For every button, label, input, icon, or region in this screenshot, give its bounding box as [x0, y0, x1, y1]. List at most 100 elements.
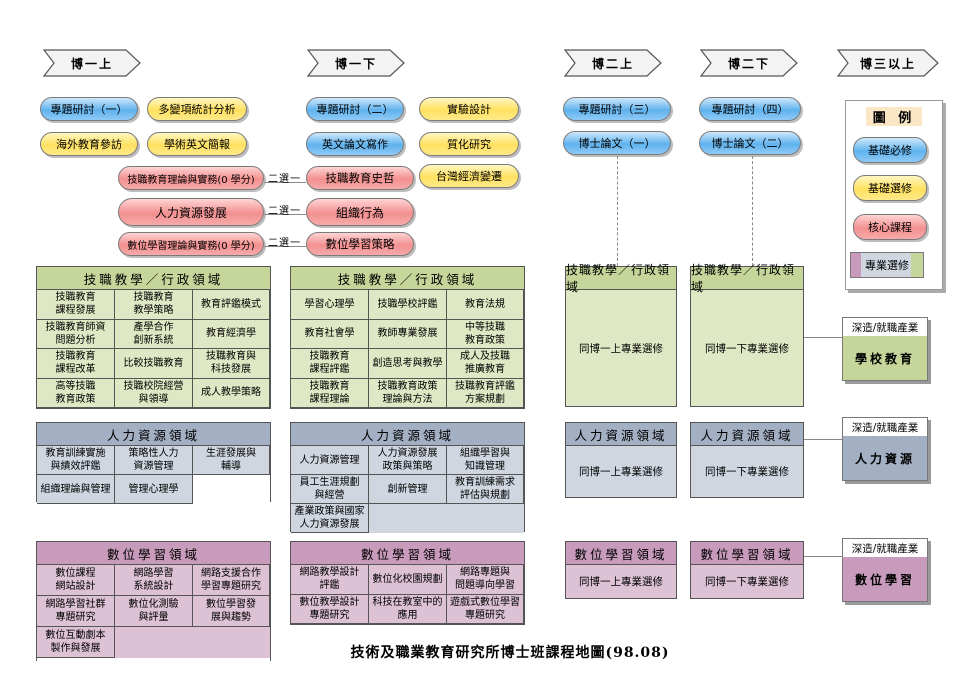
course-cell[interactable]: 人力資源發展政策與策略 [369, 446, 447, 475]
course-dissertation-2[interactable]: 博士論文（二） [699, 131, 801, 155]
elective-label: 二選一 [268, 206, 301, 217]
course-cell[interactable]: 教育訓練實施與績效評鑑 [37, 446, 115, 475]
course-cell[interactable]: 技職教育評鑑方案規劃 [447, 378, 524, 408]
course-cell[interactable]: 技職教育教學策略 [115, 290, 193, 320]
course-cell[interactable]: 創新管理 [369, 475, 447, 504]
course-cell[interactable]: 網路專題與問題導向學習 [447, 565, 524, 595]
career-digital-learning: 深造/就職產業 數位學習 [842, 538, 928, 602]
course-tvet-theory[interactable]: 技職教育理論與實務(0 學分) [118, 166, 264, 190]
dl-domain-1: 數位學習領域 數位課程網站設計網路學習系統設計網路支援合作學習專題研究網路學習社… [36, 541, 271, 661]
elective-line [264, 214, 306, 215]
career-school-education: 深造/就職產業 學校教育 [842, 317, 928, 381]
course-org-behavior[interactable]: 組織行為 [306, 198, 414, 226]
same-as-text: 同博一下專業選修 [705, 342, 789, 355]
course-cell[interactable]: 教育法規 [447, 290, 524, 320]
course-cell[interactable]: 網路學習系統設計 [115, 565, 193, 596]
semester-2-up: 博二上 [563, 48, 663, 78]
career-name: 數位學習 [843, 557, 927, 601]
domain-title: 技職教學／行政領域 [566, 263, 676, 294]
course-seminar-1[interactable]: 專題研討（一） [40, 97, 138, 121]
course-cell[interactable]: 教育經濟學 [193, 319, 270, 349]
course-cell[interactable]: 技職教育師資問題分析 [37, 319, 115, 349]
course-cell[interactable]: 產學合作創新系統 [115, 319, 193, 349]
course-cell[interactable]: 生涯發展與輔導 [193, 446, 270, 475]
dashed-connector [617, 156, 618, 266]
course-overseas-visit[interactable]: 海外教育參訪 [40, 132, 138, 156]
course-cell[interactable]: 數位教學設計專題研究 [291, 594, 369, 624]
course-cell[interactable]: 數位化校園規劃 [369, 565, 447, 595]
course-seminar-4[interactable]: 專題研討（四） [699, 97, 801, 121]
career-human-resources: 深造/就職產業 人力資源 [842, 417, 928, 481]
course-academic-english[interactable]: 學術英文簡報 [147, 132, 247, 156]
course-cell[interactable]: 教育評鑑模式 [193, 290, 270, 320]
course-cell[interactable]: 中等技職教育政策 [447, 319, 524, 349]
semester-2-down: 博二下 [699, 48, 799, 78]
course-cell[interactable]: 策略性人力資源管理 [115, 446, 193, 475]
course-cell[interactable]: 遊戲式數位學習專題研究 [447, 594, 524, 624]
same-as-text: 同博一下專業選修 [705, 576, 789, 588]
course-dissertation-1[interactable]: 博士論文（一） [563, 131, 671, 155]
domain-title: 數位學習領域 [37, 542, 270, 565]
elective-label: 二選一 [268, 238, 301, 249]
course-cell[interactable]: 人力資源管理 [291, 446, 369, 475]
domain-title: 技職教學／行政領域 [291, 267, 524, 290]
course-cell[interactable]: 技職教育政策理論與方法 [369, 378, 447, 408]
course-cell[interactable]: 產業政策與國家人力資源發展 [291, 504, 369, 533]
hr-domain-1: 人力資源領域 教育訓練實施與績效評鑑策略性人力資源管理生涯發展與輔導組織理論與管… [36, 422, 271, 504]
course-cell[interactable]: 技職教育課程改革 [37, 349, 115, 379]
legend-title: 圖 例 [866, 107, 922, 126]
connector-line [804, 556, 842, 557]
course-cell[interactable]: 數位互動劇本製作與發展 [37, 627, 115, 658]
course-tvet-history[interactable]: 技職教育史哲 [306, 166, 414, 190]
course-cell[interactable]: 管理心理學 [115, 475, 193, 504]
course-cell[interactable]: 創造思考與教學 [369, 349, 447, 379]
course-qualitative[interactable]: 質化研究 [419, 132, 519, 156]
course-cell[interactable]: 學習心理學 [291, 290, 369, 320]
course-cell[interactable]: 技職教育課程評鑑 [291, 349, 369, 379]
course-cell[interactable]: 比較技職教育 [115, 349, 193, 379]
course-english-writing[interactable]: 英文論文寫作 [306, 132, 404, 156]
course-seminar-2[interactable]: 專題研討（二） [306, 97, 404, 121]
course-cell[interactable]: 網路支援合作學習專題研究 [193, 565, 270, 596]
course-cell[interactable]: 數位化測驗與評量 [115, 596, 193, 627]
course-dl-strategy[interactable]: 數位學習策略 [306, 232, 414, 256]
course-taiwan-economy[interactable]: 台灣經濟變遷 [419, 164, 519, 188]
legend-basic-elective: 基礎選修 [853, 175, 927, 201]
course-dl-theory[interactable]: 數位學習理論與實務(0 學分) [118, 232, 264, 256]
course-cell[interactable]: 技職教育課程理論 [291, 378, 369, 408]
arrow-shape [563, 49, 662, 77]
dl-box-b2d: 數位學習領域 同博一下專業選修 [690, 541, 804, 599]
course-cell[interactable]: 組織學習與知識管理 [447, 446, 524, 475]
course-cell[interactable]: 網路學習社群專題研究 [37, 596, 115, 627]
course-cell[interactable]: 數位課程網站設計 [37, 565, 115, 596]
arrow-shape [306, 49, 405, 77]
course-multivariate-stats[interactable]: 多變項統計分析 [147, 97, 247, 121]
course-cell[interactable]: 教育社會學 [291, 319, 369, 349]
course-cell[interactable]: 成人及技職推廣教育 [447, 349, 524, 379]
course-cell[interactable]: 技職教育與科技發展 [193, 349, 270, 379]
course-cell[interactable]: 組織理論與管理 [37, 475, 115, 504]
course-cell[interactable]: 網路教學設計評鑑 [291, 565, 369, 595]
course-seminar-3[interactable]: 專題研討（三） [563, 97, 671, 121]
course-cell[interactable]: 高等技職教育政策 [37, 378, 115, 408]
domain-title: 數位學習領域 [291, 542, 524, 565]
course-cell[interactable]: 技職校院經營與領導 [115, 378, 193, 408]
course-cell[interactable]: 數位學習發展與趨勢 [193, 596, 270, 627]
dashed-connector [752, 156, 753, 266]
course-hrd[interactable]: 人力資源發展 [118, 198, 264, 226]
course-cell[interactable]: 技職學校評鑑 [369, 290, 447, 320]
course-cell[interactable]: 技職教育課程發展 [37, 290, 115, 320]
course-experimental-design[interactable]: 實驗設計 [419, 97, 519, 121]
course-cell[interactable]: 員工生涯規劃與經營 [291, 475, 369, 504]
connector-line [804, 439, 842, 440]
course-cell[interactable]: 科技在教室中的應用 [369, 594, 447, 624]
semester-3-plus: 博三以上 [836, 48, 940, 78]
dl-domain-2: 數位學習領域 網路教學設計評鑑數位化校園規劃網路專題與問題導向學習數位教學設計專… [290, 541, 525, 625]
domain-title: 技職教學／行政領域 [37, 267, 270, 290]
course-cell[interactable]: 成人教學策略 [193, 378, 270, 408]
legend-core: 核心課程 [853, 214, 927, 240]
course-cell[interactable]: 教師專業發展 [369, 319, 447, 349]
arrow-shape [699, 49, 798, 77]
course-cell[interactable]: 教育訓練需求評估與規劃 [447, 475, 524, 504]
same-as-text: 同博一上專業選修 [579, 342, 663, 355]
